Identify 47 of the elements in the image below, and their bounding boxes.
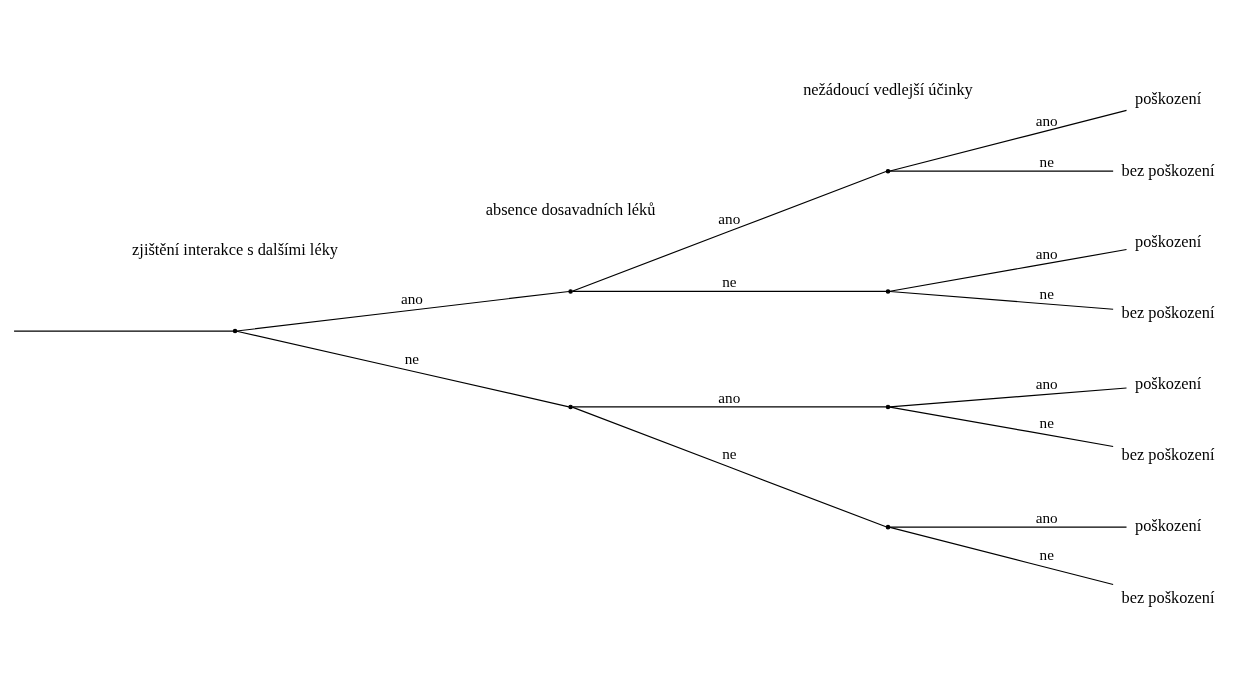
- node-text: bez poškození: [1121, 587, 1215, 607]
- node-text: bez poškození: [1121, 302, 1215, 322]
- edge-label: ano: [400, 289, 423, 307]
- edge-label: ano: [1035, 374, 1058, 392]
- connector: [572, 406, 887, 408]
- node-text: poškození: [1134, 89, 1202, 109]
- edge-label: ano: [1035, 112, 1058, 130]
- edge-label: ne: [1039, 153, 1054, 170]
- edge-label: ano: [718, 210, 741, 228]
- connector: [889, 526, 1128, 528]
- connector: [889, 406, 1114, 448]
- label: nežádoucí vedlejší účinky: [803, 79, 973, 99]
- node-text: bez poškození: [1121, 160, 1215, 180]
- connector: [889, 170, 1114, 172]
- edge-label: ano: [1035, 245, 1058, 263]
- node-text: poškození: [1134, 516, 1202, 536]
- edge-label: ne: [722, 444, 737, 462]
- edge-label: ne: [404, 350, 420, 368]
- edge-label: ne: [722, 273, 737, 291]
- connector: [571, 170, 887, 292]
- connector: [572, 290, 887, 292]
- edge-label: ne: [1039, 546, 1054, 564]
- node-point: [568, 404, 573, 410]
- label: zjištění interakce s dalšími léky: [132, 239, 338, 259]
- connector: [889, 248, 1128, 292]
- label: absence dosavadních léků: [485, 200, 656, 220]
- node-text: poškození: [1134, 231, 1202, 251]
- node-point: [885, 404, 891, 410]
- connector: [236, 290, 570, 332]
- edge-label: ano: [1035, 508, 1058, 526]
- node-point: [232, 328, 238, 334]
- connector: [13, 330, 234, 332]
- connector: [571, 406, 887, 528]
- node-point: [885, 524, 891, 530]
- connector: [889, 290, 1114, 310]
- node-text: poškození: [1134, 374, 1202, 394]
- node-text: bez poškození: [1121, 445, 1215, 465]
- connector: [889, 387, 1128, 408]
- edge-label: ne: [1039, 414, 1054, 432]
- node-point: [885, 289, 891, 294]
- edge-label: ano: [718, 388, 741, 406]
- connector: [889, 526, 1114, 586]
- edge-label: ne: [1039, 284, 1054, 302]
- connector: [889, 109, 1128, 172]
- connector: [236, 330, 570, 408]
- node-point: [568, 289, 573, 294]
- node-point: [885, 168, 891, 174]
